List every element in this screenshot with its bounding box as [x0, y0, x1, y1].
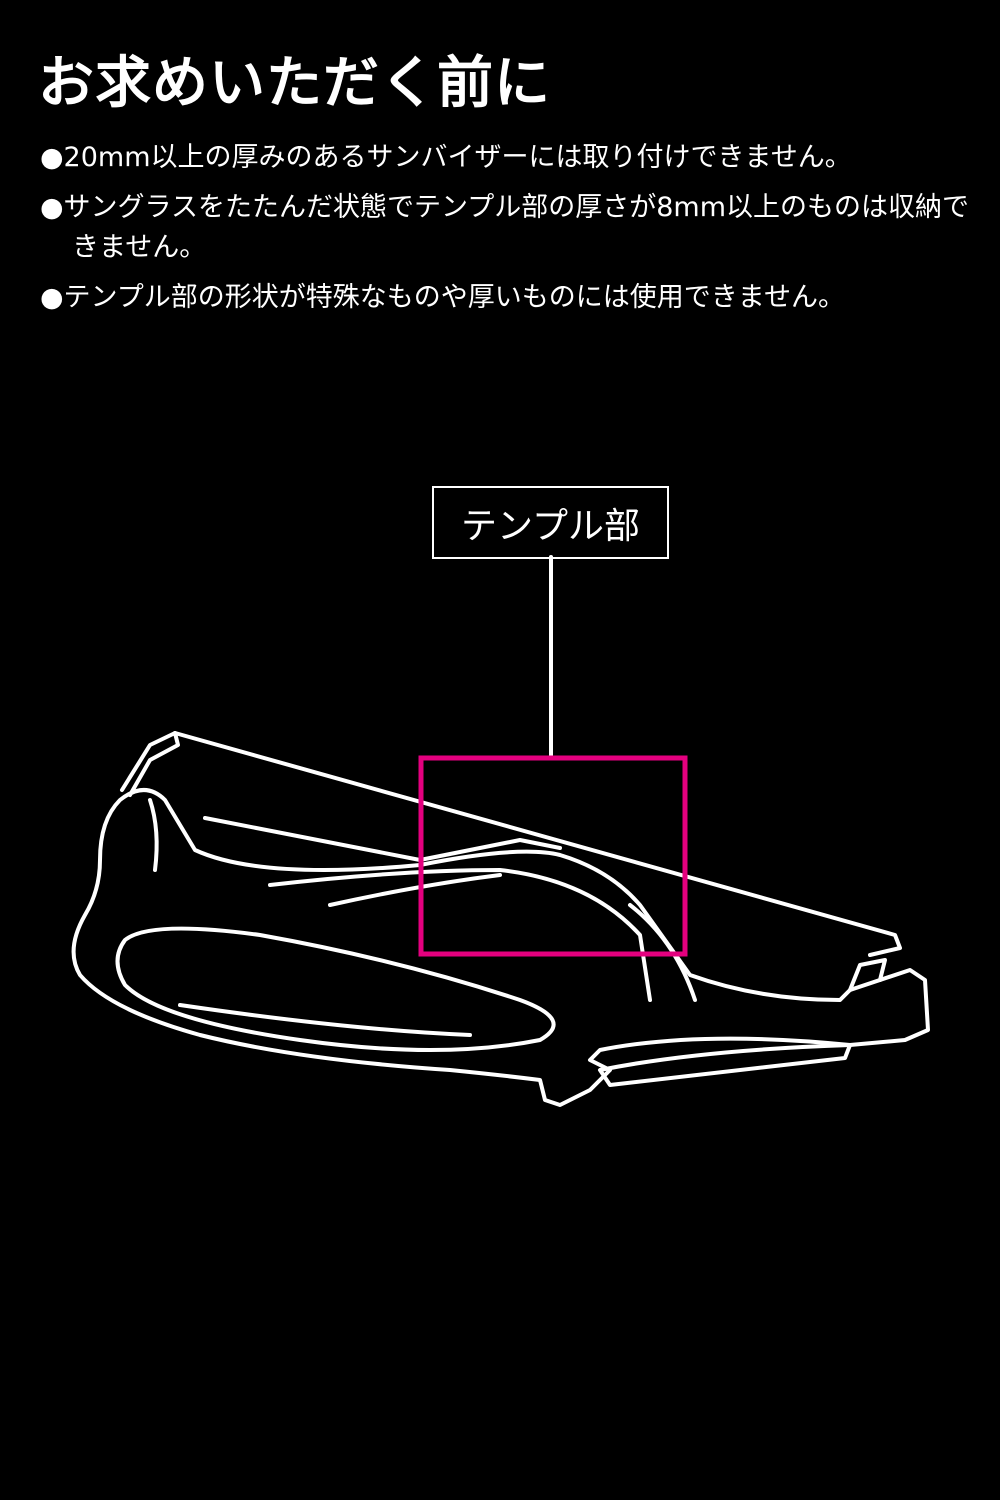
note-item: ●サングラスをたたんだ状態でテンプル部の厚さが8mm以上のものは収納できません。 — [40, 192, 969, 263]
lens-left — [115, 926, 556, 1052]
lens-right — [598, 1043, 852, 1087]
note-item: ●テンプル部の形状が特殊なものや厚いものには使用できません。 — [40, 282, 845, 313]
callout-label-text: テンプル部 — [461, 505, 640, 547]
note-item: ●20mm以上の厚みのあるサンバイザーには取り付けできません。 — [40, 142, 852, 173]
temple-top — [120, 731, 902, 957]
page-title: お求めいただく前に — [38, 51, 551, 116]
temple-callout-label: テンプル部 — [432, 486, 669, 559]
frame-front — [71, 788, 930, 1107]
temple-highlight-box — [418, 755, 688, 957]
notes-list: ●20mm以上の厚みのあるサンバイザーには取り付けできません。 ●サングラスをた… — [40, 138, 980, 328]
